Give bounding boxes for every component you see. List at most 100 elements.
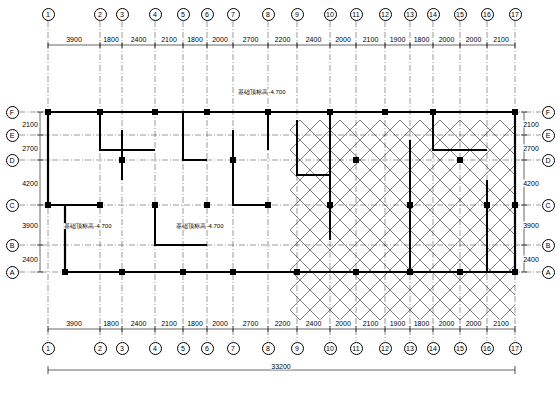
elevation-note: 基础顶标高-4.700 xyxy=(175,223,224,229)
axis-number: F xyxy=(546,109,550,116)
axis-bubble: 15 xyxy=(454,8,467,21)
axis-bubble: 7 xyxy=(227,342,240,355)
axis-bubble: 5 xyxy=(177,342,190,355)
dimension-text: 2100 xyxy=(21,120,39,127)
dimension-text: 2000 xyxy=(334,36,352,43)
axis-bubble: 10 xyxy=(324,342,337,355)
axis-number: 16 xyxy=(483,345,491,352)
axis-number: 7 xyxy=(231,11,235,18)
axis-bubble: E xyxy=(6,129,19,142)
axis-bubble: 17 xyxy=(509,8,522,21)
axis-bubble: 3 xyxy=(116,342,129,355)
axis-bubble: 11 xyxy=(350,342,363,355)
axis-number: E xyxy=(546,132,551,139)
axis-number: 14 xyxy=(429,345,437,352)
axis-bubble: 12 xyxy=(379,342,392,355)
axis-number: B xyxy=(546,242,551,249)
axis-number: A xyxy=(10,269,15,276)
axis-number: 9 xyxy=(295,345,299,352)
dimension-text: 2200 xyxy=(274,36,292,43)
axis-bubble: F xyxy=(542,106,555,119)
axis-number: 13 xyxy=(406,11,414,18)
axis-number: 17 xyxy=(511,11,519,18)
axis-bubble: D xyxy=(542,154,555,167)
axis-number: 10 xyxy=(326,345,334,352)
dimension-text: 2000 xyxy=(465,320,483,327)
axis-bubble: 14 xyxy=(427,8,440,21)
axis-bubble: 9 xyxy=(291,342,304,355)
axis-bubble: 9 xyxy=(291,8,304,21)
axis-number: 2 xyxy=(98,345,102,352)
axis-number: A xyxy=(546,269,551,276)
dimension-text: 1800 xyxy=(186,320,204,327)
axis-number: 9 xyxy=(295,11,299,18)
axis-number: 8 xyxy=(266,345,270,352)
axis-bubble: 1 xyxy=(42,342,55,355)
axis-bubble: 7 xyxy=(227,8,240,21)
dimension-text: 3900 xyxy=(65,36,83,43)
dimension-text: 33200 xyxy=(270,363,291,370)
axis-number: F xyxy=(10,109,14,116)
dimension-text: 2000 xyxy=(465,36,483,43)
axis-bubble: 3 xyxy=(116,8,129,21)
dimension-text: 2000 xyxy=(211,36,229,43)
dimension-text: 2000 xyxy=(211,320,229,327)
axis-number: 2 xyxy=(98,11,102,18)
axis-number: 17 xyxy=(511,345,519,352)
axis-bubble: F xyxy=(6,106,19,119)
axis-number: 6 xyxy=(205,11,209,18)
dimension-text: 2100 xyxy=(160,36,178,43)
axis-bubble: 4 xyxy=(149,342,162,355)
building-outline xyxy=(48,112,515,272)
dimension-text: 4200 xyxy=(522,179,540,186)
axis-number: 6 xyxy=(205,345,209,352)
axis-number: E xyxy=(10,132,15,139)
dimension-text: 3900 xyxy=(65,320,83,327)
dimension-text: 3900 xyxy=(522,222,540,229)
dimension-text: 2100 xyxy=(522,120,540,127)
dimension-text: 2700 xyxy=(242,36,260,43)
column-marks xyxy=(45,109,518,275)
dimension-text: 1800 xyxy=(186,36,204,43)
axis-bubble: 6 xyxy=(201,342,214,355)
axis-bubble: D xyxy=(6,154,19,167)
axis-number: 14 xyxy=(429,11,437,18)
axis-bubble: C xyxy=(542,199,555,212)
axis-number: 13 xyxy=(406,345,414,352)
axis-number: 3 xyxy=(120,345,124,352)
dimension-text: 1800 xyxy=(102,36,120,43)
axis-number: 11 xyxy=(352,11,359,18)
dimension-text: 2700 xyxy=(522,144,540,151)
dimension-text: 2000 xyxy=(438,36,456,43)
axis-number: 1 xyxy=(46,11,50,18)
dimension-text: 1900 xyxy=(389,36,407,43)
axis-bubble: 13 xyxy=(404,342,417,355)
elevation-note: 基础顶标高-4.700 xyxy=(63,223,112,229)
axis-bubble: 12 xyxy=(379,8,392,21)
dimension-text: 2100 xyxy=(492,320,510,327)
axis-number: 15 xyxy=(456,11,464,18)
interior-walls xyxy=(65,112,487,272)
axis-bubble: 8 xyxy=(262,8,275,21)
axis-bubble: 4 xyxy=(149,8,162,21)
axis-number: 5 xyxy=(181,345,185,352)
dimension-text: 1800 xyxy=(413,36,431,43)
dimension-text: 2100 xyxy=(362,36,380,43)
dimension-text: 2700 xyxy=(242,320,260,327)
axis-bubble: A xyxy=(6,266,19,279)
dimension-text: 2400 xyxy=(305,36,323,43)
axis-number: 5 xyxy=(181,11,185,18)
dimension-text: 1900 xyxy=(389,320,407,327)
axis-bubble: 15 xyxy=(454,342,467,355)
axis-bubble: B xyxy=(542,239,555,252)
dimension-text: 2200 xyxy=(274,320,292,327)
axis-number: C xyxy=(9,202,14,209)
axis-number: 8 xyxy=(266,11,270,18)
axis-bubble: 14 xyxy=(427,342,440,355)
grid-lines xyxy=(19,21,541,374)
axis-number: 4 xyxy=(153,345,157,352)
dimension-text: 2400 xyxy=(21,255,39,262)
axis-bubble: 2 xyxy=(94,8,107,21)
axis-number: 1 xyxy=(46,345,50,352)
